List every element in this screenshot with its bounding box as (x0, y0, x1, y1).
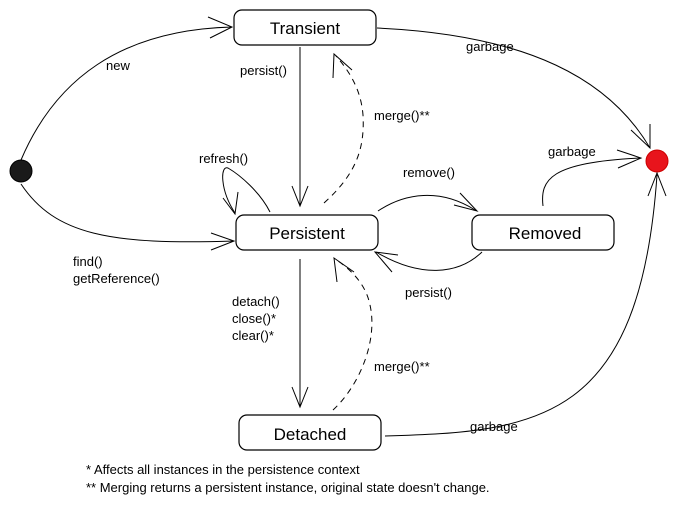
label-persist-removed: persist() (405, 285, 452, 300)
state-removed: Removed (471, 214, 615, 251)
arrowhead-refresh (222, 191, 239, 216)
label-garbage-transient: garbage (466, 39, 514, 54)
arrowhead-garbage-detached (647, 171, 667, 197)
label-new: new (106, 58, 130, 73)
label-find: find() (73, 254, 103, 269)
label-refresh: refresh() (199, 151, 248, 166)
edge-find (20, 183, 235, 243)
final-state-node (645, 149, 669, 173)
arrowhead-garbage-transient (630, 124, 651, 150)
arrowhead-find (210, 232, 236, 251)
initial-state-node (9, 159, 33, 183)
label-garbage-detached: garbage (470, 419, 518, 434)
label-clear: clear()* (232, 328, 274, 343)
footnote-single-asterisk: * Affects all instances in the persisten… (86, 462, 360, 477)
edge-new (20, 26, 233, 161)
state-persistent-label: Persistent (269, 224, 345, 243)
arrowhead-merge-from-detached (333, 256, 355, 283)
label-remove: remove() (403, 165, 455, 180)
edge-garbage-detached (384, 174, 658, 437)
edge-merge-from-detached (332, 258, 373, 411)
state-removed-label: Removed (509, 224, 582, 243)
arrowhead-persist-transient (291, 185, 309, 208)
edge-garbage-removed (542, 157, 641, 207)
state-persistent: Persistent (235, 214, 379, 251)
arrowhead-new (207, 16, 234, 39)
edge-refresh (222, 167, 271, 214)
label-get-reference: getReference() (73, 271, 160, 286)
label-garbage-removed: garbage (548, 144, 596, 159)
label-persist-transient: persist() (240, 63, 287, 78)
state-detached-label: Detached (274, 425, 347, 444)
footnotes: * Affects all instances in the persisten… (86, 461, 490, 497)
label-merge-from-detached: merge()** (374, 359, 430, 374)
arrowhead-persist-removed (373, 251, 399, 273)
edge-merge-to-transient (323, 55, 364, 204)
state-transient-label: Transient (270, 19, 341, 38)
arrowhead-garbage-removed (616, 149, 643, 169)
arrowhead-merge-to-transient (332, 52, 353, 79)
label-close: close()* (232, 311, 276, 326)
arrowhead-detach (291, 386, 309, 409)
arrowhead-remove (453, 192, 479, 212)
state-detached: Detached (238, 414, 382, 451)
label-merge-to-transient: merge()** (374, 108, 430, 123)
label-detach: detach() (232, 294, 280, 309)
edge-remove (377, 194, 476, 212)
state-transient: Transient (233, 9, 377, 46)
edge-garbage-transient (376, 27, 651, 149)
footnote-double-asterisk: ** Merging returns a persistent instance… (86, 480, 490, 495)
edge-persist-removed (375, 251, 483, 271)
